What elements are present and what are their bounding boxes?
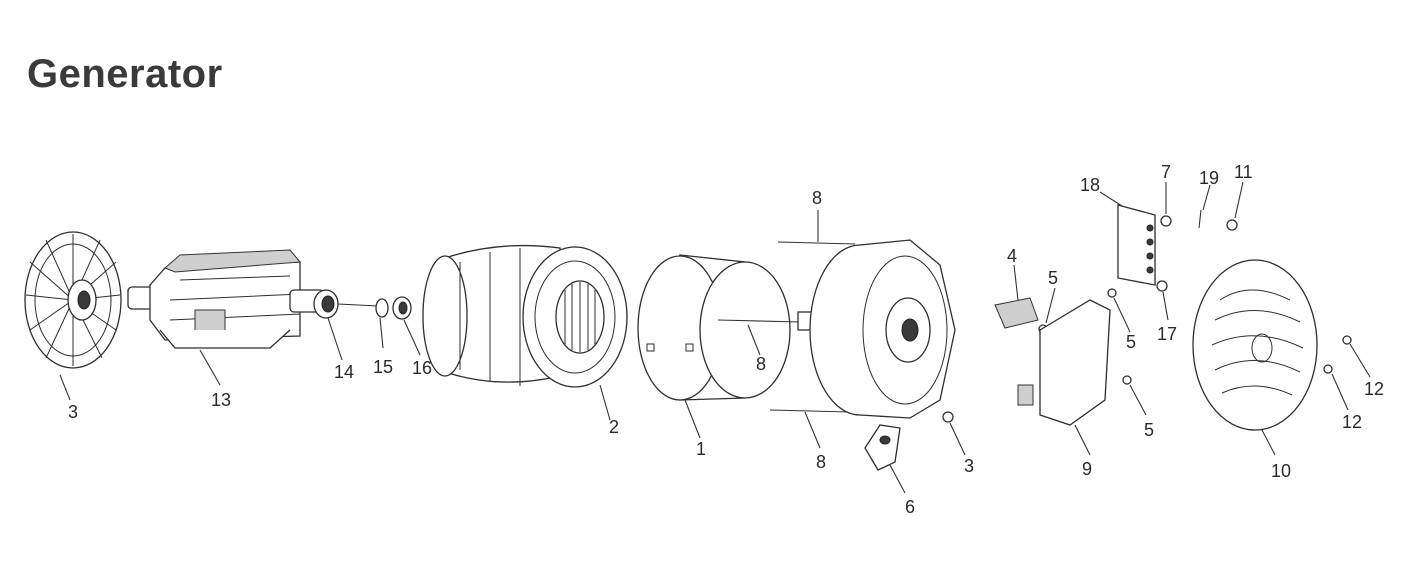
callout-3-right: 3 — [964, 456, 974, 476]
leader-lines — [59, 181, 1371, 494]
callout-18: 18 — [1080, 175, 1100, 195]
callout-14: 14 — [334, 362, 354, 382]
callout-1: 1 — [696, 439, 706, 459]
part-end-bracket — [809, 239, 956, 419]
page-title: Generator — [27, 52, 223, 96]
part-fan — [24, 231, 122, 369]
callout-9: 9 — [1082, 459, 1092, 479]
callout-12-lower: 12 — [1342, 412, 1362, 432]
callout-12-upper: 12 — [1364, 379, 1384, 399]
callout-17: 17 — [1157, 324, 1177, 344]
callout-2: 2 — [609, 417, 619, 437]
part-bearing — [313, 289, 379, 319]
part-end-cover — [1017, 299, 1111, 426]
callout-labels: 3 13 14 15 16 2 1 8 8 8 6 3 4 5 5 5 9 18… — [68, 162, 1384, 517]
part-voltage-regulator — [1117, 204, 1156, 286]
callout-11: 11 — [1234, 162, 1253, 182]
callout-8-bottom: 8 — [816, 452, 826, 472]
part-brush-holder — [994, 297, 1039, 329]
callout-3-left: 3 — [68, 402, 78, 422]
part-fan-cover — [1192, 259, 1318, 431]
callout-7: 7 — [1161, 162, 1171, 182]
part-stator — [422, 244, 628, 388]
callout-5-middle: 5 — [1126, 332, 1136, 352]
callout-13: 13 — [211, 390, 231, 410]
part-screws — [942, 209, 1352, 423]
callout-19: 19 — [1199, 168, 1219, 188]
callout-10: 10 — [1271, 461, 1291, 481]
callout-6: 6 — [905, 497, 915, 517]
part-housing — [637, 254, 791, 401]
callout-5-top: 5 — [1048, 268, 1058, 288]
callout-16: 16 — [412, 358, 432, 378]
callout-8-top: 8 — [812, 188, 822, 208]
callout-4: 4 — [1007, 246, 1017, 266]
part-rotor — [127, 249, 325, 349]
part-washer — [392, 296, 412, 320]
part-mount-foot — [864, 424, 901, 471]
part-spacer — [375, 298, 389, 318]
callout-8-middle: 8 — [756, 354, 766, 374]
callout-5-bottom: 5 — [1144, 420, 1154, 440]
callout-15: 15 — [373, 357, 393, 377]
